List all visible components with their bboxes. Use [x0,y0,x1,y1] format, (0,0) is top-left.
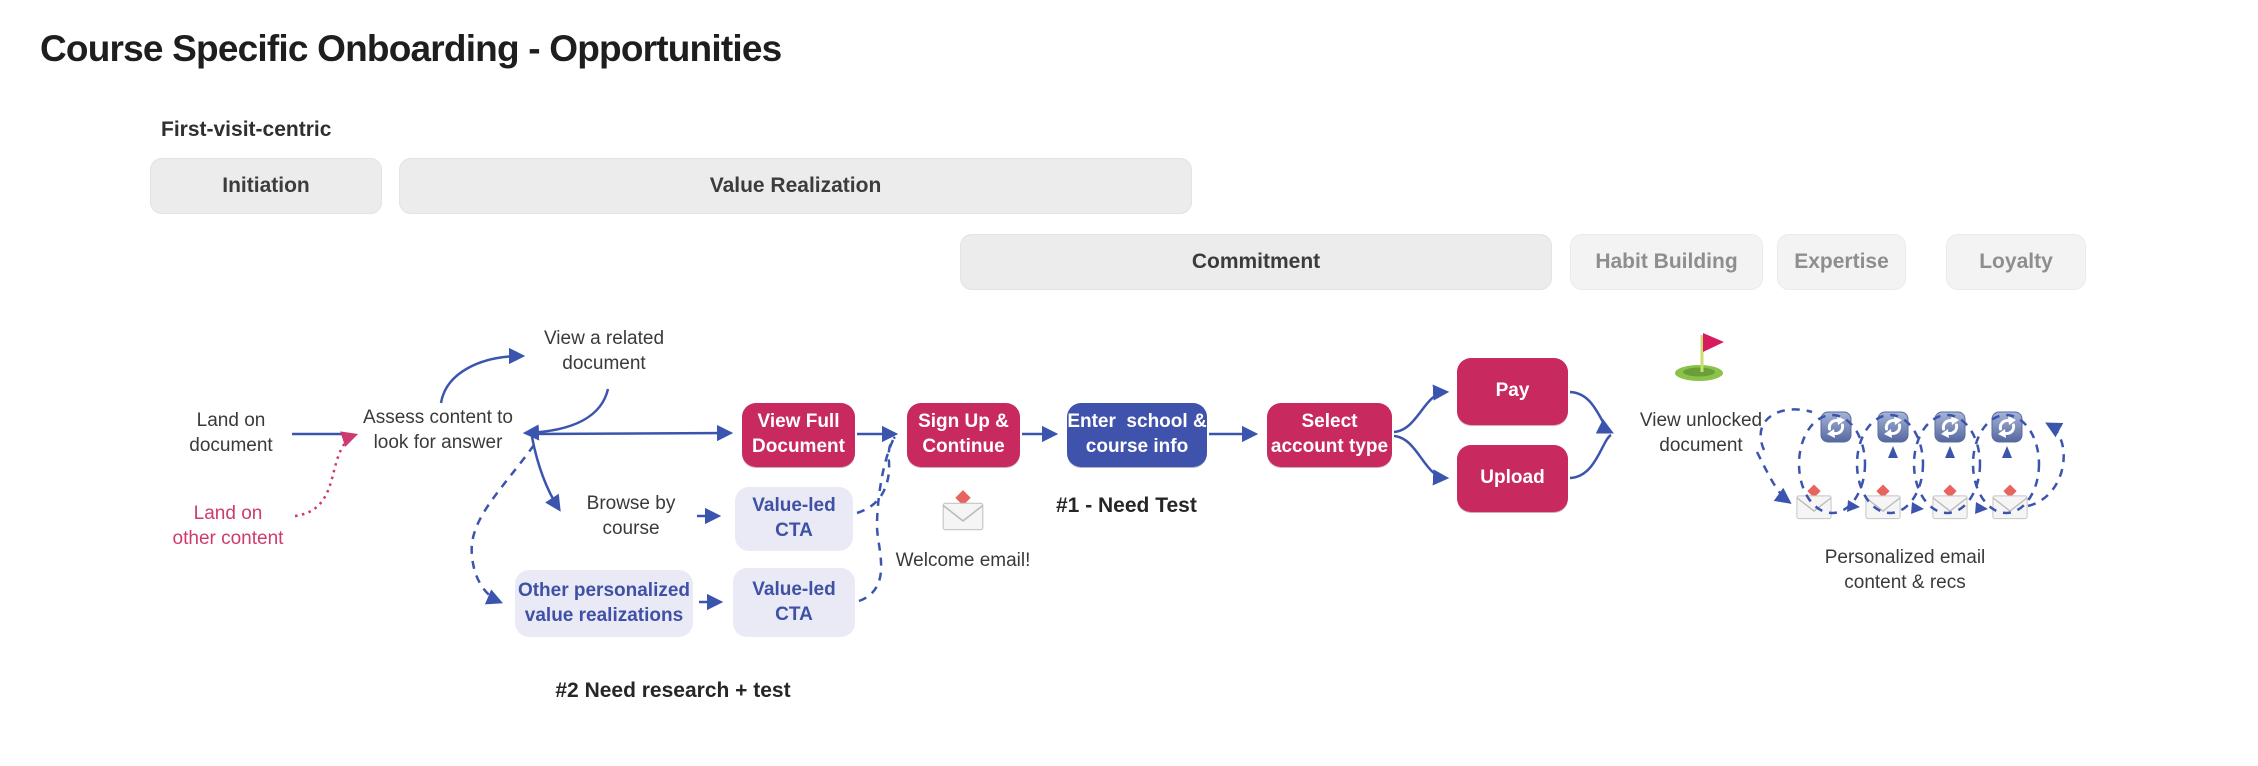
stage-pill-expertise[interactable]: Expertise [1777,234,1906,290]
stage-pill-label: Expertise [1794,250,1889,273]
stage-pill-loyalty[interactable]: Loyalty [1946,234,2086,290]
node-land-on-document: Land on document [189,410,273,456]
other-personalized-value-box[interactable]: Other personalized value realizations [515,570,693,637]
stage-pill-label: Habit Building [1595,250,1738,273]
node-view-unlocked-document: View unlocked document [1639,410,1763,456]
node-land-on-other-content: Land on other content [172,503,284,549]
node-browse-by-course: Browse by course [586,493,676,539]
incoming-email-icon [1931,484,1969,526]
incoming-email-icon [1795,484,1833,526]
stage-pill-commitment[interactable]: Commitment [960,234,1552,290]
refresh-icon [1991,411,2023,448]
upload-button[interactable]: Upload [1457,445,1568,512]
stage-pill-label: Initiation [222,174,310,197]
phase-label: First-visit-centric [161,118,332,141]
page-title: Course Specific Onboarding - Opportuniti… [40,28,782,69]
refresh-icon [1820,411,1852,448]
node-welcome-email: Welcome email! [895,550,1031,571]
annotation-need-test-2: #2 Need research + test [555,679,791,702]
sign-up-continue-button[interactable]: Sign Up & Continue [907,403,1020,467]
incoming-email-icon [941,490,985,537]
view-full-document-button[interactable]: View Full Document [742,403,855,467]
stage-pill-label: Loyalty [1979,250,2053,273]
incoming-email-icon [1991,484,2029,526]
select-account-type-button[interactable]: Select account type [1267,403,1392,467]
stage-pill-habit-building[interactable]: Habit Building [1570,234,1763,290]
refresh-icon [1877,411,1909,448]
enter-school-course-info-button[interactable]: Enter school & course info [1067,403,1207,467]
annotation-need-test-1: #1 - Need Test [1056,494,1197,517]
stage-pill-value-realization[interactable]: Value Realization [399,158,1192,214]
value-led-cta-box-2[interactable]: Value-led CTA [733,568,855,637]
node-personalized-email: Personalized email content & recs [1824,547,1986,593]
node-assess-content: Assess content to look for answer [363,407,513,453]
flag-in-hole-icon [1672,330,1728,387]
pay-button[interactable]: Pay [1457,358,1568,425]
stage-pill-initiation[interactable]: Initiation [150,158,382,214]
refresh-icon [1934,411,1966,448]
stage-pill-label: Value Realization [709,174,882,197]
stage-pill-label: Commitment [1191,250,1321,273]
value-led-cta-box-1[interactable]: Value-led CTA [735,487,853,551]
node-view-related-document: View a related document [543,328,665,374]
incoming-email-icon [1864,484,1902,526]
